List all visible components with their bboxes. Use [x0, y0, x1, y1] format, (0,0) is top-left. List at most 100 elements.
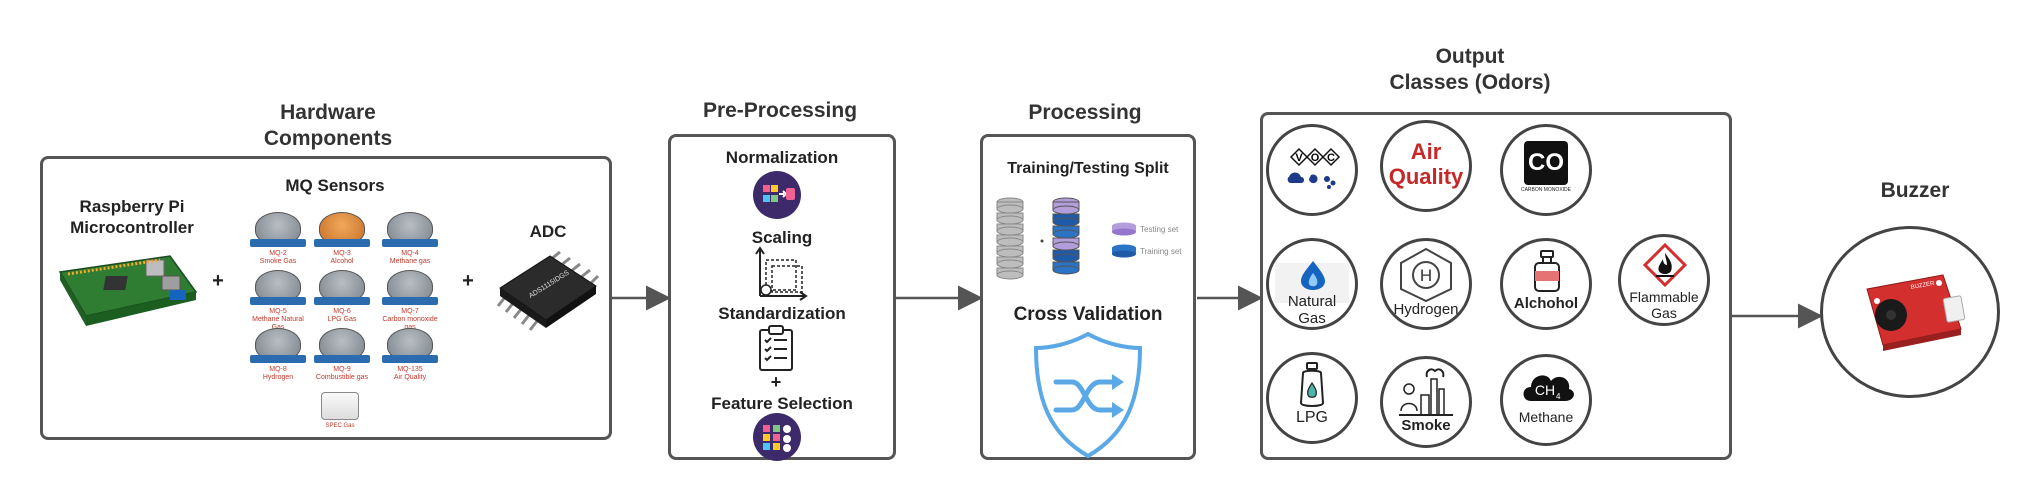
sensor-desc: Smoke Gas: [259, 258, 297, 265]
output-air-quality: Air Quality: [1380, 120, 1472, 212]
mq-sensor-icon: [314, 328, 370, 363]
step-standardization: Standardization: [718, 304, 846, 323]
output-smoke: Smoke: [1380, 356, 1472, 448]
smoke-factory-icon: [1399, 368, 1453, 416]
legend-testing: Testing set: [1140, 225, 1179, 234]
sensor-desc: Methane gas: [389, 258, 431, 265]
natural-line2: Gas: [1298, 310, 1326, 327]
buzzer-title: Buzzer: [1880, 179, 1950, 202]
checklist-icon: [759, 325, 793, 371]
voc-letter-o: O: [1311, 152, 1320, 164]
buzzer-module: BUZZER: [1866, 274, 1966, 351]
mq-sensor-icon: [250, 328, 306, 363]
plus-sign-2: +: [462, 270, 474, 292]
air-line1: Air: [1410, 139, 1442, 164]
voc-icon: V O C: [1287, 147, 1341, 189]
lpg-bottle-icon: [1299, 362, 1325, 407]
sensor-desc: Hydrogen: [262, 374, 294, 381]
spec-gas-sensor: SPEC Gas: [320, 392, 360, 436]
database-stack-icon: Testing set Training set: [996, 197, 1182, 280]
output-title-line1: Output: [1435, 45, 1505, 68]
hardware-title-line1: Hardware: [280, 101, 376, 124]
hardware-title: Hardware Components: [238, 100, 418, 152]
natural-line1: Natural: [1287, 293, 1337, 310]
sensor-name: MQ-3: [333, 250, 351, 257]
natural-gas-label: Natural Gas: [1269, 293, 1355, 327]
sensor-desc: LPG Gas: [327, 316, 357, 323]
output-title-line2: Classes (Odors): [1389, 71, 1551, 94]
spec-gas-caption: SPEC Gas: [325, 423, 355, 429]
flammable-hazard-icon: [1643, 243, 1687, 287]
output-voc: V O C: [1266, 124, 1358, 216]
feature-selection-icon: [753, 413, 801, 461]
sensor-desc: Air Quality: [393, 374, 427, 381]
mq-sensor-icon: [314, 270, 370, 305]
sensor-desc: Combustible gas: [315, 374, 369, 381]
sensor-name: MQ-2: [269, 250, 287, 257]
flammable-line2: Gas: [1651, 305, 1677, 321]
preprocessing-plus: +: [770, 372, 782, 392]
air-line2: Quality: [1388, 164, 1464, 189]
sensor-desc: Alcohol: [330, 258, 354, 265]
split-title: Training/Testing Split: [1007, 160, 1169, 177]
alcohol-label: Alchohol: [1513, 295, 1579, 312]
buzzer-board-text: BUZZER: [1910, 281, 1935, 291]
mq-sensor-icon: [314, 212, 370, 247]
flammable-line1: Flammable: [1629, 289, 1699, 305]
mq-sensor-icon: [250, 212, 306, 247]
adc-title: ADC: [529, 222, 567, 241]
processing-title: Processing: [1028, 101, 1142, 124]
mq-sensor-icon: [250, 270, 306, 305]
mq-sensors-title: MQ Sensors: [285, 176, 385, 195]
flame-drop-icon: [1301, 261, 1325, 290]
output-natural-gas: Natural Gas: [1266, 238, 1358, 330]
alcohol-bottle-icon: [1534, 250, 1560, 292]
methane-formula: CH: [1535, 382, 1555, 398]
voc-letter-c: C: [1327, 152, 1335, 164]
sensor-desc: Methane Natural Gas: [252, 316, 304, 331]
step-scaling: Scaling: [751, 228, 813, 247]
sensor-name: MQ-4: [401, 250, 419, 257]
raspberry-pi-board: [58, 255, 198, 326]
air-quality-label: Air Quality: [1383, 139, 1469, 189]
hydrogen-label: Hydrogen: [1393, 301, 1459, 318]
sensor-name: MQ-7: [401, 308, 419, 315]
rpi-label: Raspberry Pi Microcontroller: [62, 196, 202, 238]
spec-gas-sensor-icon: [321, 392, 359, 420]
flammable-label: Flammable Gas: [1621, 289, 1707, 321]
output-co: CO CARBON MONOXIDE: [1500, 124, 1592, 216]
sensor-name: MQ-9: [333, 366, 351, 373]
methane-label: Methane: [1518, 409, 1574, 425]
output-methane: CH 4 Methane: [1500, 354, 1592, 446]
rpi-label-line2: Microcontroller: [70, 218, 194, 237]
buzzer-circle: BUZZER: [1820, 226, 2000, 398]
smoke-label: Smoke: [1401, 417, 1451, 434]
output-hydrogen: H Hydrogen: [1380, 238, 1472, 330]
hardware-title-line2: Components: [263, 127, 393, 150]
scaling-axes-icon: [755, 246, 808, 301]
rpi-label-line1: Raspberry Pi: [79, 197, 185, 216]
plus-sign-1: +: [212, 270, 224, 292]
sensor-desc: Carbon monoxide gas: [382, 316, 438, 331]
shield-shuffle-icon: [1033, 331, 1143, 459]
output-alcohol: Alchohol: [1500, 238, 1592, 330]
co-sub: CARBON MONOXIDE: [1520, 187, 1571, 193]
preprocessing-title: Pre-Processing: [702, 99, 858, 122]
mq-sensor-icon: [382, 328, 438, 363]
mq-sensor-icon: [382, 270, 438, 305]
legend-training: Training set: [1140, 247, 1182, 256]
